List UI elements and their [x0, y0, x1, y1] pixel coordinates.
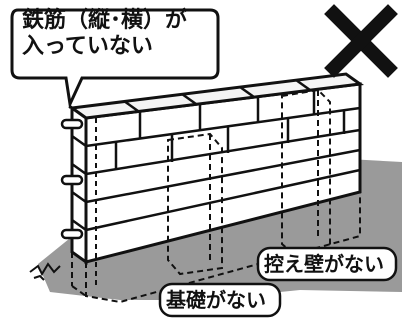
foundation-callout-balloon [158, 282, 282, 318]
cross-mark-icon [324, 4, 398, 78]
no-rebar-callout-line1: 鉄筋（縦･横）が [22, 8, 188, 33]
block-course-lines [71, 106, 361, 232]
missing-foundation-outline [71, 192, 361, 304]
block-joints-vertical [114, 89, 346, 170]
no-buttress-callout: 控え壁がない [264, 252, 384, 276]
rebar-callout-balloon [10, 8, 220, 110]
block-joints-top [123, 78, 311, 113]
crack-debris-icon [29, 262, 61, 281]
rebar-stubs [60, 118, 84, 240]
no-foundation-callout: 基礎がない [166, 288, 266, 312]
buttress-callout-balloon [256, 246, 398, 282]
no-rebar-callout: 鉄筋（縦･横）が 入っていない [22, 8, 187, 61]
no-rebar-callout-line2: 入っていない [22, 34, 153, 60]
